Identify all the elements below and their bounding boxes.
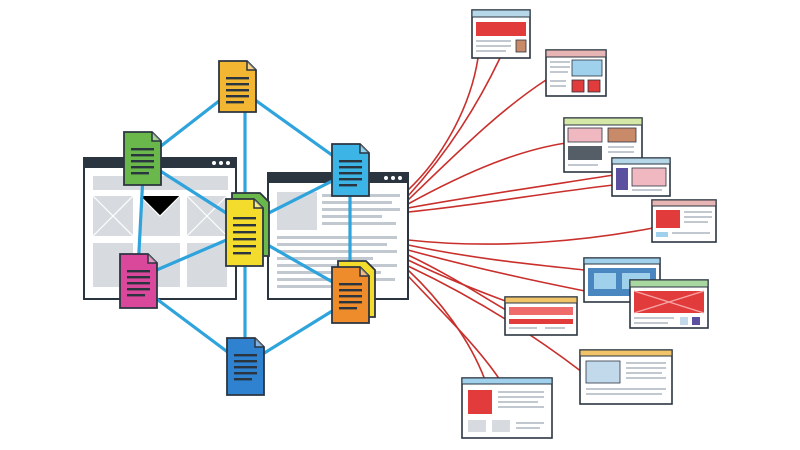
remote-page-10	[461, 377, 553, 439]
remote-page-9	[579, 349, 673, 405]
link-to-page-4	[407, 174, 615, 209]
link-to-page-1	[407, 57, 479, 191]
link-to-page-1b	[407, 57, 501, 197]
document-icon-upper-left	[123, 131, 162, 186]
remote-page-7	[629, 279, 709, 329]
link-to-page-6	[407, 244, 585, 271]
document-icon-upper-right	[331, 143, 370, 197]
remote-page-1	[471, 9, 531, 59]
document-icon-bottom	[226, 337, 265, 396]
document-icon-top	[218, 60, 257, 113]
remote-page-2	[545, 49, 607, 97]
remote-page-5	[651, 199, 717, 243]
link-to-page-3	[407, 142, 567, 205]
link-to-page-5	[407, 227, 654, 245]
remote-page-8	[504, 296, 578, 336]
link-to-page-4b	[407, 184, 615, 213]
document-icon-center	[225, 192, 270, 267]
outbound-links	[407, 57, 654, 381]
link-to-page-10	[407, 269, 486, 381]
link-to-page-2	[407, 79, 547, 201]
documents	[119, 60, 376, 396]
remote-pages	[461, 9, 717, 439]
document-icon-lower-right	[331, 260, 376, 324]
remote-page-4	[611, 157, 671, 197]
document-icon-lower-left	[119, 253, 158, 309]
link-to-page-10b	[407, 275, 501, 381]
